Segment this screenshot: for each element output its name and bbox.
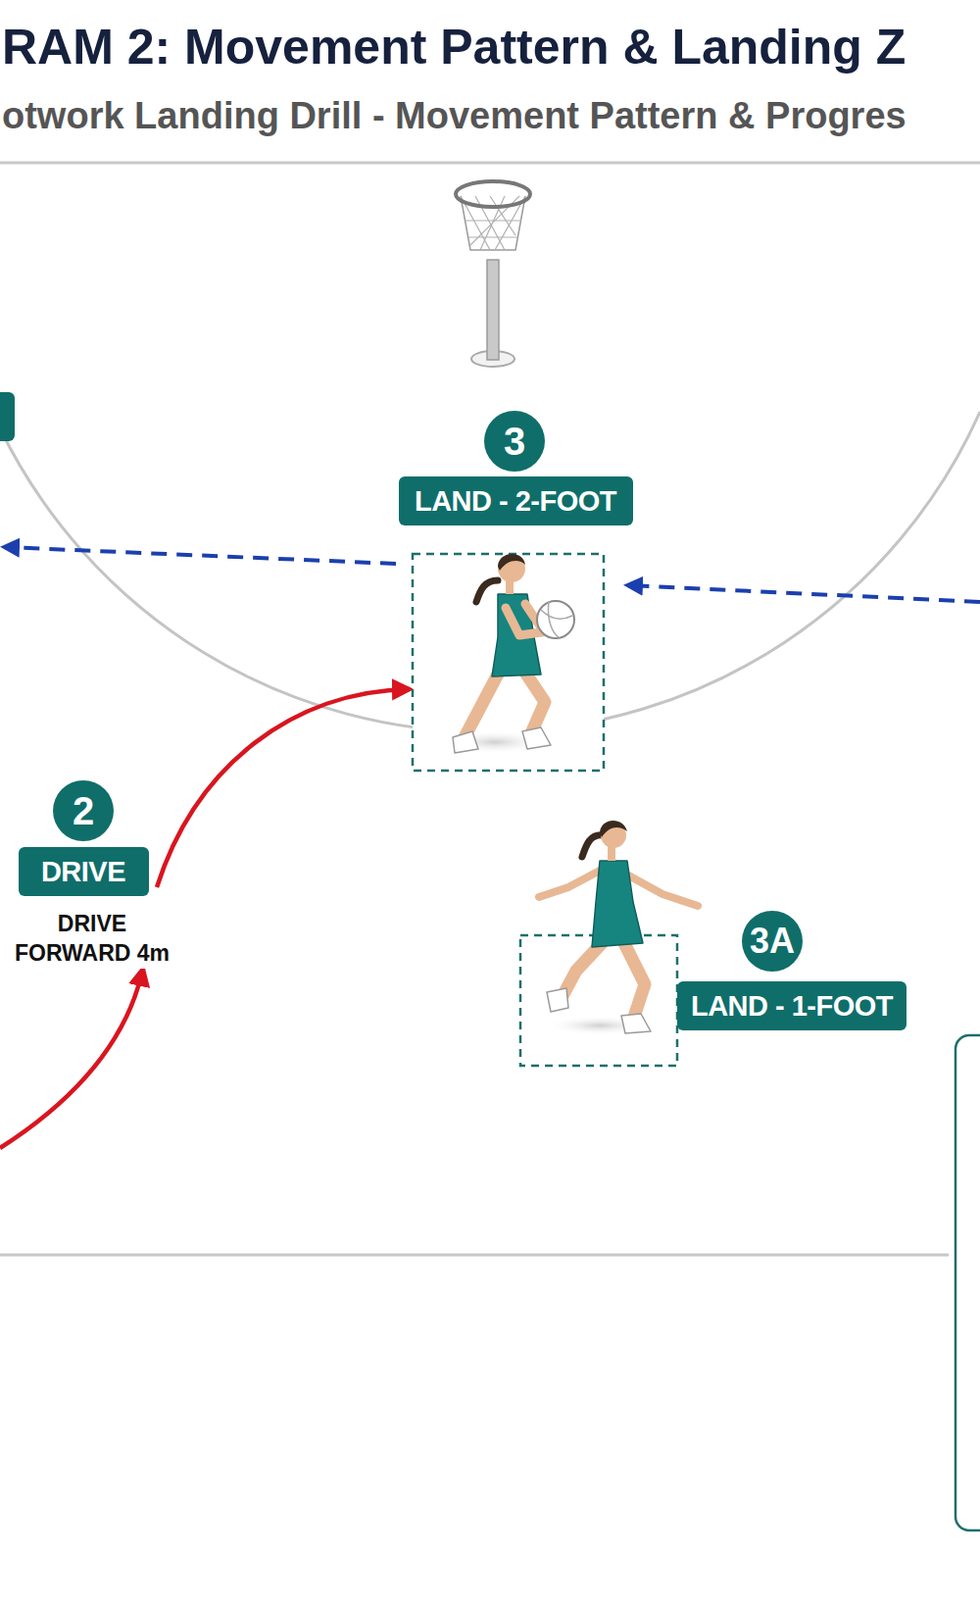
step-label: DRIVE [18,846,149,896]
label-text: LAND - 2-FOOT [414,485,617,518]
label-text: LAND - 1-FOOT [690,989,893,1023]
callout-text: 2 [72,788,95,833]
distance-note: DRIVE FORWARD 4m [3,909,181,969]
movement-arrow [156,688,410,887]
info-panel [955,1034,980,1530]
callout-number: 3 [484,410,545,472]
landing-zone [412,553,604,771]
cropped-tag [0,392,15,441]
callout-number: 2 [52,780,114,841]
diagram-title: RAM 2: Movement Pattern & Landing Z [1,17,906,77]
label-text: DRIVE [41,855,126,888]
step-label: LAND - 1-FOOT [677,980,907,1030]
header-rule [0,161,980,165]
callout-text: 3 [503,419,526,464]
landing-zone [520,934,678,1066]
movement-arrow [0,968,144,1148]
callout-number: 3A [741,910,803,972]
callout-text: 3A [749,920,795,962]
step-label: LAND - 2-FOOT [398,476,634,526]
goal-post [455,181,531,367]
subtitle: otwork Landing Drill - Movement Pattern … [1,92,907,141]
player-figure [539,820,698,1033]
pass-arrow [3,546,396,564]
player-figure [452,553,575,753]
court-line [0,1253,949,1257]
pass-arrow [627,585,980,602]
